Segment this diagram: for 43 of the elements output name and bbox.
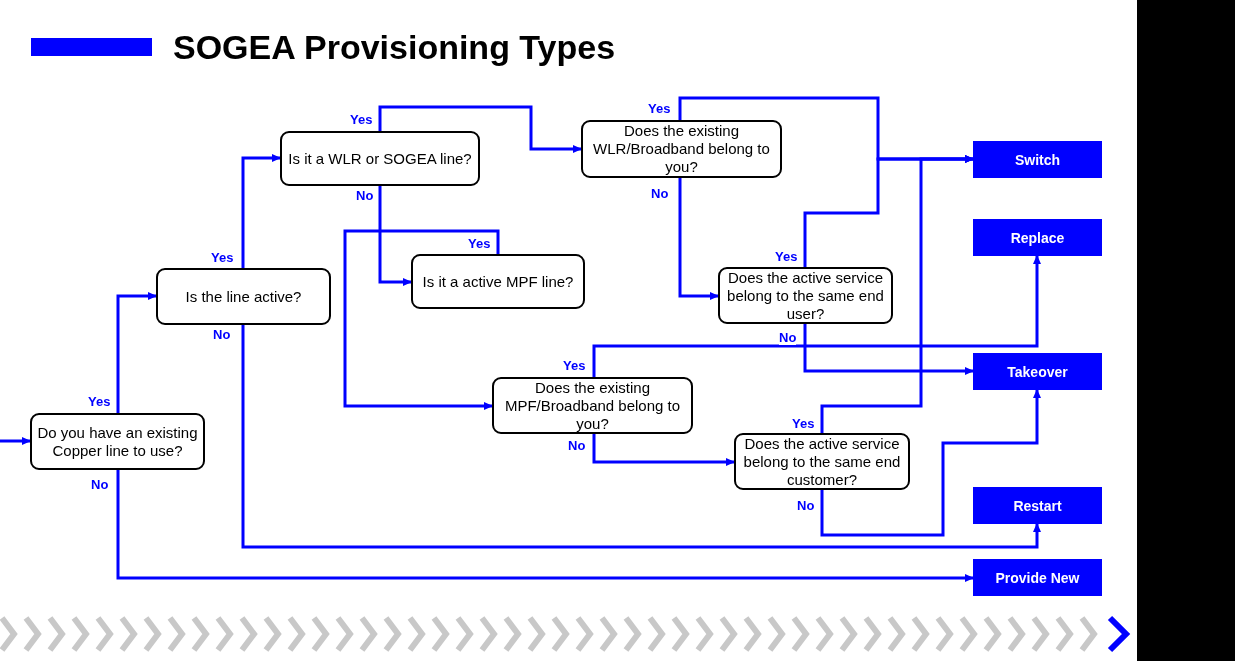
edge-label: Yes — [792, 417, 815, 431]
decision-box: Is it a WLR or SOGEA line? — [280, 131, 480, 186]
edge-label: No — [651, 187, 669, 201]
decision-box: Is the line active? — [156, 268, 331, 325]
outcome-box: Provide New — [973, 559, 1102, 596]
outcome-box: Takeover — [973, 353, 1102, 390]
edge-label: Yes — [211, 251, 234, 265]
edge-label: Yes — [468, 237, 491, 251]
arrow — [241, 325, 1041, 549]
arrow — [592, 434, 735, 466]
edge-label: No — [356, 189, 374, 203]
arrow — [820, 155, 974, 433]
edge-label: Yes — [88, 395, 111, 409]
outcome-box: Replace — [973, 219, 1102, 256]
decision-box: Does the active service belong to the same end user? — [718, 267, 893, 324]
arrow — [820, 389, 1041, 537]
arrow — [378, 105, 582, 153]
outcome-box: Switch — [973, 141, 1102, 178]
decision-box: Does the active service belong to the same end customer? — [734, 433, 910, 490]
arrow — [241, 154, 281, 268]
edge-label: No — [797, 499, 815, 513]
arrow — [592, 255, 1041, 377]
decision-box: Do you have an existing Copper line to use? — [30, 413, 205, 470]
arrow — [803, 324, 974, 375]
arrow — [116, 292, 157, 413]
decision-box: Is it a active MPF line? — [411, 254, 585, 309]
edge-label: Yes — [350, 113, 373, 127]
edge-label: No — [213, 328, 231, 342]
arrow — [116, 470, 974, 582]
edge-label: No — [779, 331, 797, 345]
edge-label: Yes — [648, 102, 671, 116]
edge-label: No — [91, 478, 109, 492]
arrow — [343, 229, 500, 410]
edge-label: Yes — [775, 250, 798, 264]
decision-box: Does the existing WLR/Broadband belong to you? — [581, 120, 782, 178]
arrow — [378, 186, 412, 286]
arrow — [0, 437, 31, 445]
edge-label: No — [568, 439, 586, 453]
arrow — [678, 178, 719, 300]
edge-label: Yes — [563, 359, 586, 373]
decision-box: Does the existing MPF/Broadband belong to you? — [492, 377, 693, 434]
outcome-box: Restart — [973, 487, 1102, 524]
title: SOGEA Provisioning Types — [173, 27, 616, 67]
